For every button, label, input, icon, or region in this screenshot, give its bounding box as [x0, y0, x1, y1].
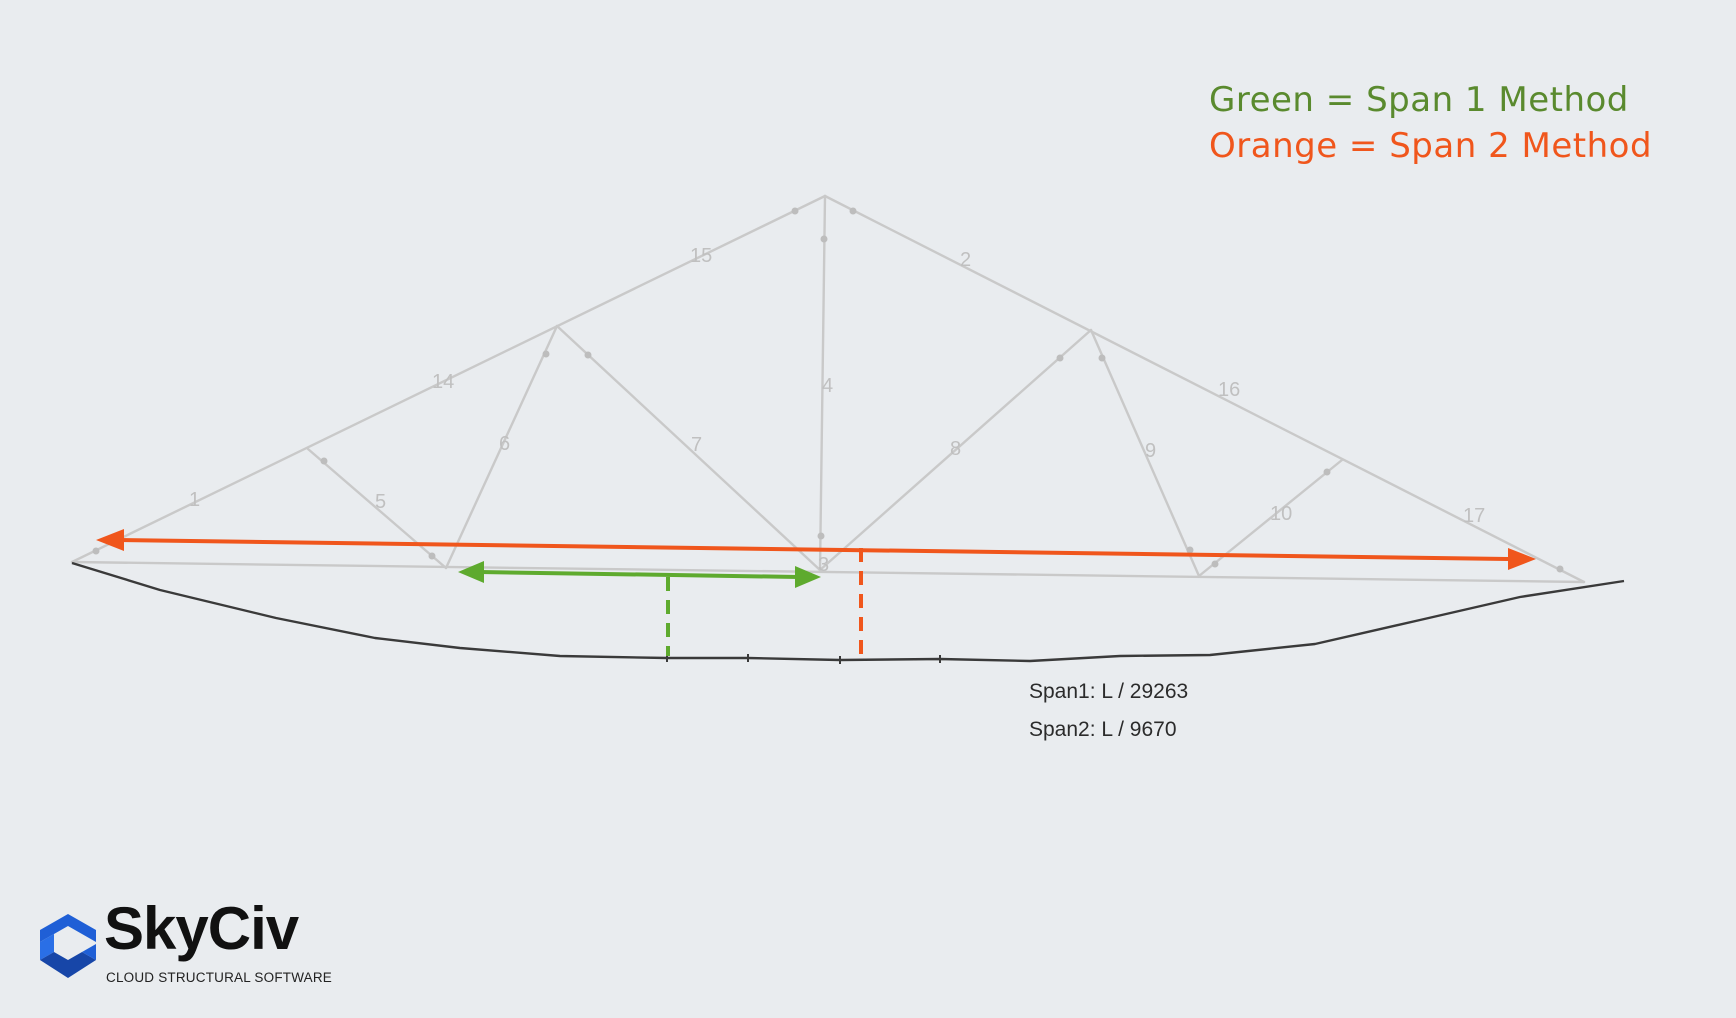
span1-method	[458, 561, 821, 656]
truss-bottom-chord	[70, 560, 1586, 584]
member-label-8: 8	[950, 438, 961, 460]
node-dot	[791, 207, 799, 215]
node-dot	[1186, 546, 1194, 554]
node-dot	[428, 552, 436, 560]
truss-member-8	[818, 328, 1093, 572]
logo-tagline: CLOUD STRUCTURAL SOFTWARE	[106, 970, 333, 985]
span1-arrow-line	[479, 570, 799, 579]
logo-name: SkyCiv	[104, 895, 299, 962]
legend-span1-method: Green = Span 1 Method	[1209, 80, 1629, 120]
truss-member-9	[1089, 328, 1201, 578]
member-label-16: 16	[1218, 379, 1240, 401]
node-dot	[320, 457, 328, 465]
span2-result: Span2: L / 9670	[1029, 718, 1177, 741]
node-dot	[584, 351, 592, 359]
member-label-3: 3	[818, 554, 829, 576]
deflection-curve	[71, 561, 1625, 663]
span2-arrow-head-left	[96, 529, 124, 551]
node-dot	[542, 350, 550, 358]
logo-hex-top	[40, 914, 96, 942]
truss-member-7	[555, 324, 822, 572]
logo-hex-bottom	[40, 952, 96, 978]
truss-top-chord-left	[70, 194, 827, 564]
node-dot	[1056, 354, 1064, 362]
node-dot	[820, 235, 828, 243]
member-label-1: 1	[189, 489, 200, 511]
node-dot	[817, 532, 825, 540]
member-label-10: 10	[1270, 503, 1292, 525]
node-dot	[849, 207, 857, 215]
node-dot	[1098, 354, 1106, 362]
span1-arrow-head-left	[458, 561, 484, 583]
span2-arrow-line	[115, 538, 1509, 561]
span2-method	[96, 529, 1536, 659]
truss-member-5	[306, 447, 448, 570]
logo-hex-right	[82, 944, 96, 960]
truss-top-chord-right	[823, 194, 1586, 584]
skyciv-hexagon-logo-icon	[40, 914, 96, 978]
node-dot	[1556, 565, 1564, 573]
truss-node-dots	[92, 207, 1564, 573]
truss-member-4	[818, 194, 827, 572]
member-label-15: 15	[690, 245, 712, 267]
truss-member-6	[444, 324, 559, 570]
member-label-2: 2	[960, 249, 971, 271]
member-label-6: 6	[499, 433, 510, 455]
truss-members	[70, 194, 1586, 584]
span1-arrow-head-right	[795, 566, 821, 588]
span1-result: Span1: L / 29263	[1029, 680, 1189, 703]
member-label-7: 7	[691, 434, 702, 456]
node-dot	[1211, 560, 1219, 568]
member-label-9: 9	[1145, 440, 1156, 462]
member-label-17: 17	[1463, 505, 1485, 527]
member-label-5: 5	[375, 491, 386, 513]
logo-hex-left	[40, 934, 54, 960]
node-dot	[92, 547, 100, 555]
node-dot	[1323, 468, 1331, 476]
skyciv-logo: SkyCiv CLOUD STRUCTURAL SOFTWARE	[36, 895, 336, 994]
member-label-14: 14	[432, 371, 454, 393]
span2-arrow-head-right	[1508, 548, 1536, 570]
legend-span2-method: Orange = Span 2 Method	[1209, 126, 1653, 166]
member-label-4: 4	[822, 375, 833, 397]
truss-member-labels: 1 14 15 2 16 17 5 6 7 4 8 9 10 3	[189, 245, 1485, 576]
